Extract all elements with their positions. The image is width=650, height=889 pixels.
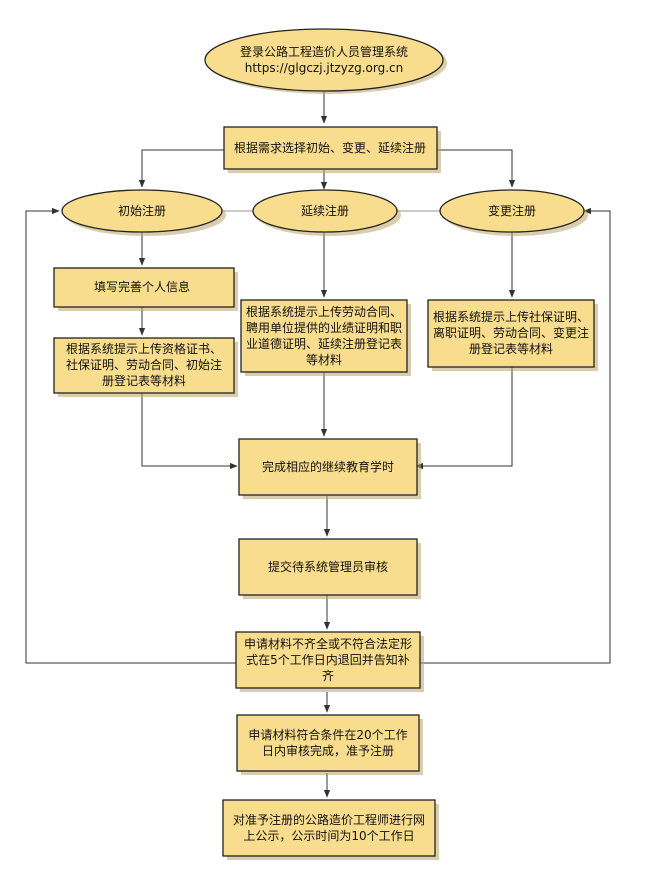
node-choose-label: 根据需求选择初始、变更、延续注册: [234, 140, 426, 155]
node-fill-info: 填写完善个人信息: [53, 267, 238, 311]
initial-docs-line: 社保证明、劳动合同、初始注: [66, 357, 222, 372]
approve-line: 申请材料符合条件在20个工作: [248, 727, 407, 742]
change-line: 变更注册: [488, 203, 536, 218]
choose-line: 根据需求选择初始、变更、延续注册: [234, 140, 426, 155]
reject-line: 齐: [322, 668, 334, 683]
node-renewal: 延续注册: [252, 189, 401, 236]
node-start: 登录公路工程造价人员管理系统 https://glgczj.jtzyzg.org.…: [204, 28, 447, 94]
approve-line: 日内审核完成，准予注册: [262, 743, 394, 758]
fill-info-line: 填写完善个人信息: [94, 279, 190, 294]
node-renewal-docs: 根据系统提示上传劳动合同、聘用单位提供的业绩证明和职业道德证明、延续注册登记表等…: [240, 299, 411, 376]
node-renewal-docs-label: 根据系统提示上传劳动合同、聘用单位提供的业绩证明和职业道德证明、延续注册登记表等…: [246, 304, 402, 367]
edge-choose-initial: [138, 149, 224, 188]
edges: [25, 90, 611, 798]
reject-line: 申请材料不齐全或不符合法定形: [244, 636, 412, 651]
edge-reject-loop-right: [420, 207, 611, 664]
node-publish-label: 对准予注册的公路造价工程师进行网上公示，公示时间为10个工作日: [233, 812, 425, 843]
publish-line: 上公示，公示时间为10个工作日: [243, 829, 414, 843]
initial-docs-line: 册登记表等材料: [102, 373, 186, 388]
renewal-docs-line: 根据系统提示上传劳动合同、: [246, 304, 402, 319]
education-line: 完成相应的继续教育学时: [262, 459, 394, 474]
edge-choose-change: [436, 149, 516, 188]
node-approve: 申请材料符合条件在20个工作日内审核完成，准予注册: [236, 714, 423, 775]
node-change-label: 变更注册: [488, 203, 536, 218]
node-approve-label: 申请材料符合条件在20个工作日内审核完成，准予注册: [248, 727, 407, 758]
node-submit-label: 提交待系统管理员审核: [268, 559, 388, 574]
publish-line: 对准予注册的公路造价工程师进行网: [233, 812, 425, 827]
renewal-docs-line: 等材料: [306, 353, 342, 367]
edge-reject-loop-left: [25, 207, 236, 664]
edge-changedocs-education: [415, 367, 513, 470]
node-reject-label: 申请材料不齐全或不符合法定形式在5个工作日内退回并告知补齐: [244, 636, 412, 683]
submit-line: 提交待系统管理员审核: [268, 559, 388, 574]
node-choose: 根据需求选择初始、变更、延续注册: [223, 126, 441, 173]
renewal-line: 延续注册: [301, 203, 349, 218]
node-change-docs-label: 根据系统提示上传社保证明、离职证明、劳动合同、变更注册登记表等材料: [433, 309, 589, 356]
change-docs-line: 根据系统提示上传社保证明、: [433, 309, 589, 324]
start-line: https://glgczj.jtzyzg.org.cn: [245, 61, 404, 75]
node-reject: 申请材料不齐全或不符合法定形式在5个工作日内退回并告知补齐: [235, 631, 424, 692]
node-initial-docs: 根据系统提示上传资格证书、社保证明、劳动合同、初始注册登记表等材料: [53, 337, 238, 397]
node-initial-label: 初始注册: [118, 203, 166, 218]
start-line: 登录公路工程造价人员管理系统: [240, 44, 408, 59]
node-initial-docs-label: 根据系统提示上传资格证书、社保证明、劳动合同、初始注册登记表等材料: [66, 341, 222, 388]
renewal-docs-line: 聘用单位提供的业绩证明和职: [246, 320, 402, 335]
node-initial: 初始注册: [61, 189, 226, 236]
node-education: 完成相应的继续教育学时: [238, 438, 421, 499]
node-change: 变更注册: [439, 189, 588, 236]
initial-line: 初始注册: [118, 203, 166, 218]
edge-initialdocs-education: [141, 392, 238, 470]
node-start-label: 登录公路工程造价人员管理系统 https://glgczj.jtzyzg.org.…: [240, 44, 408, 75]
reject-line: 式在5个工作日内退回并告知补: [246, 653, 410, 667]
renewal-docs-line: 业道德证明、延续注册登记表: [246, 336, 402, 351]
node-fill-info-label: 填写完善个人信息: [94, 279, 190, 294]
change-docs-line: 离职证明、劳动合同、变更注: [433, 325, 589, 340]
initial-docs-line: 根据系统提示上传资格证书、: [66, 341, 222, 356]
node-submit: 提交待系统管理员审核: [238, 538, 421, 599]
node-change-docs: 根据系统提示上传社保证明、离职证明、劳动合同、变更注册登记表等材料: [427, 299, 598, 371]
node-publish: 对准予注册的公路造价工程师进行网上公示，公示时间为10个工作日: [222, 799, 439, 860]
node-education-label: 完成相应的继续教育学时: [262, 459, 394, 474]
change-docs-line: 册登记表等材料: [469, 341, 553, 356]
node-renewal-label: 延续注册: [301, 203, 349, 218]
